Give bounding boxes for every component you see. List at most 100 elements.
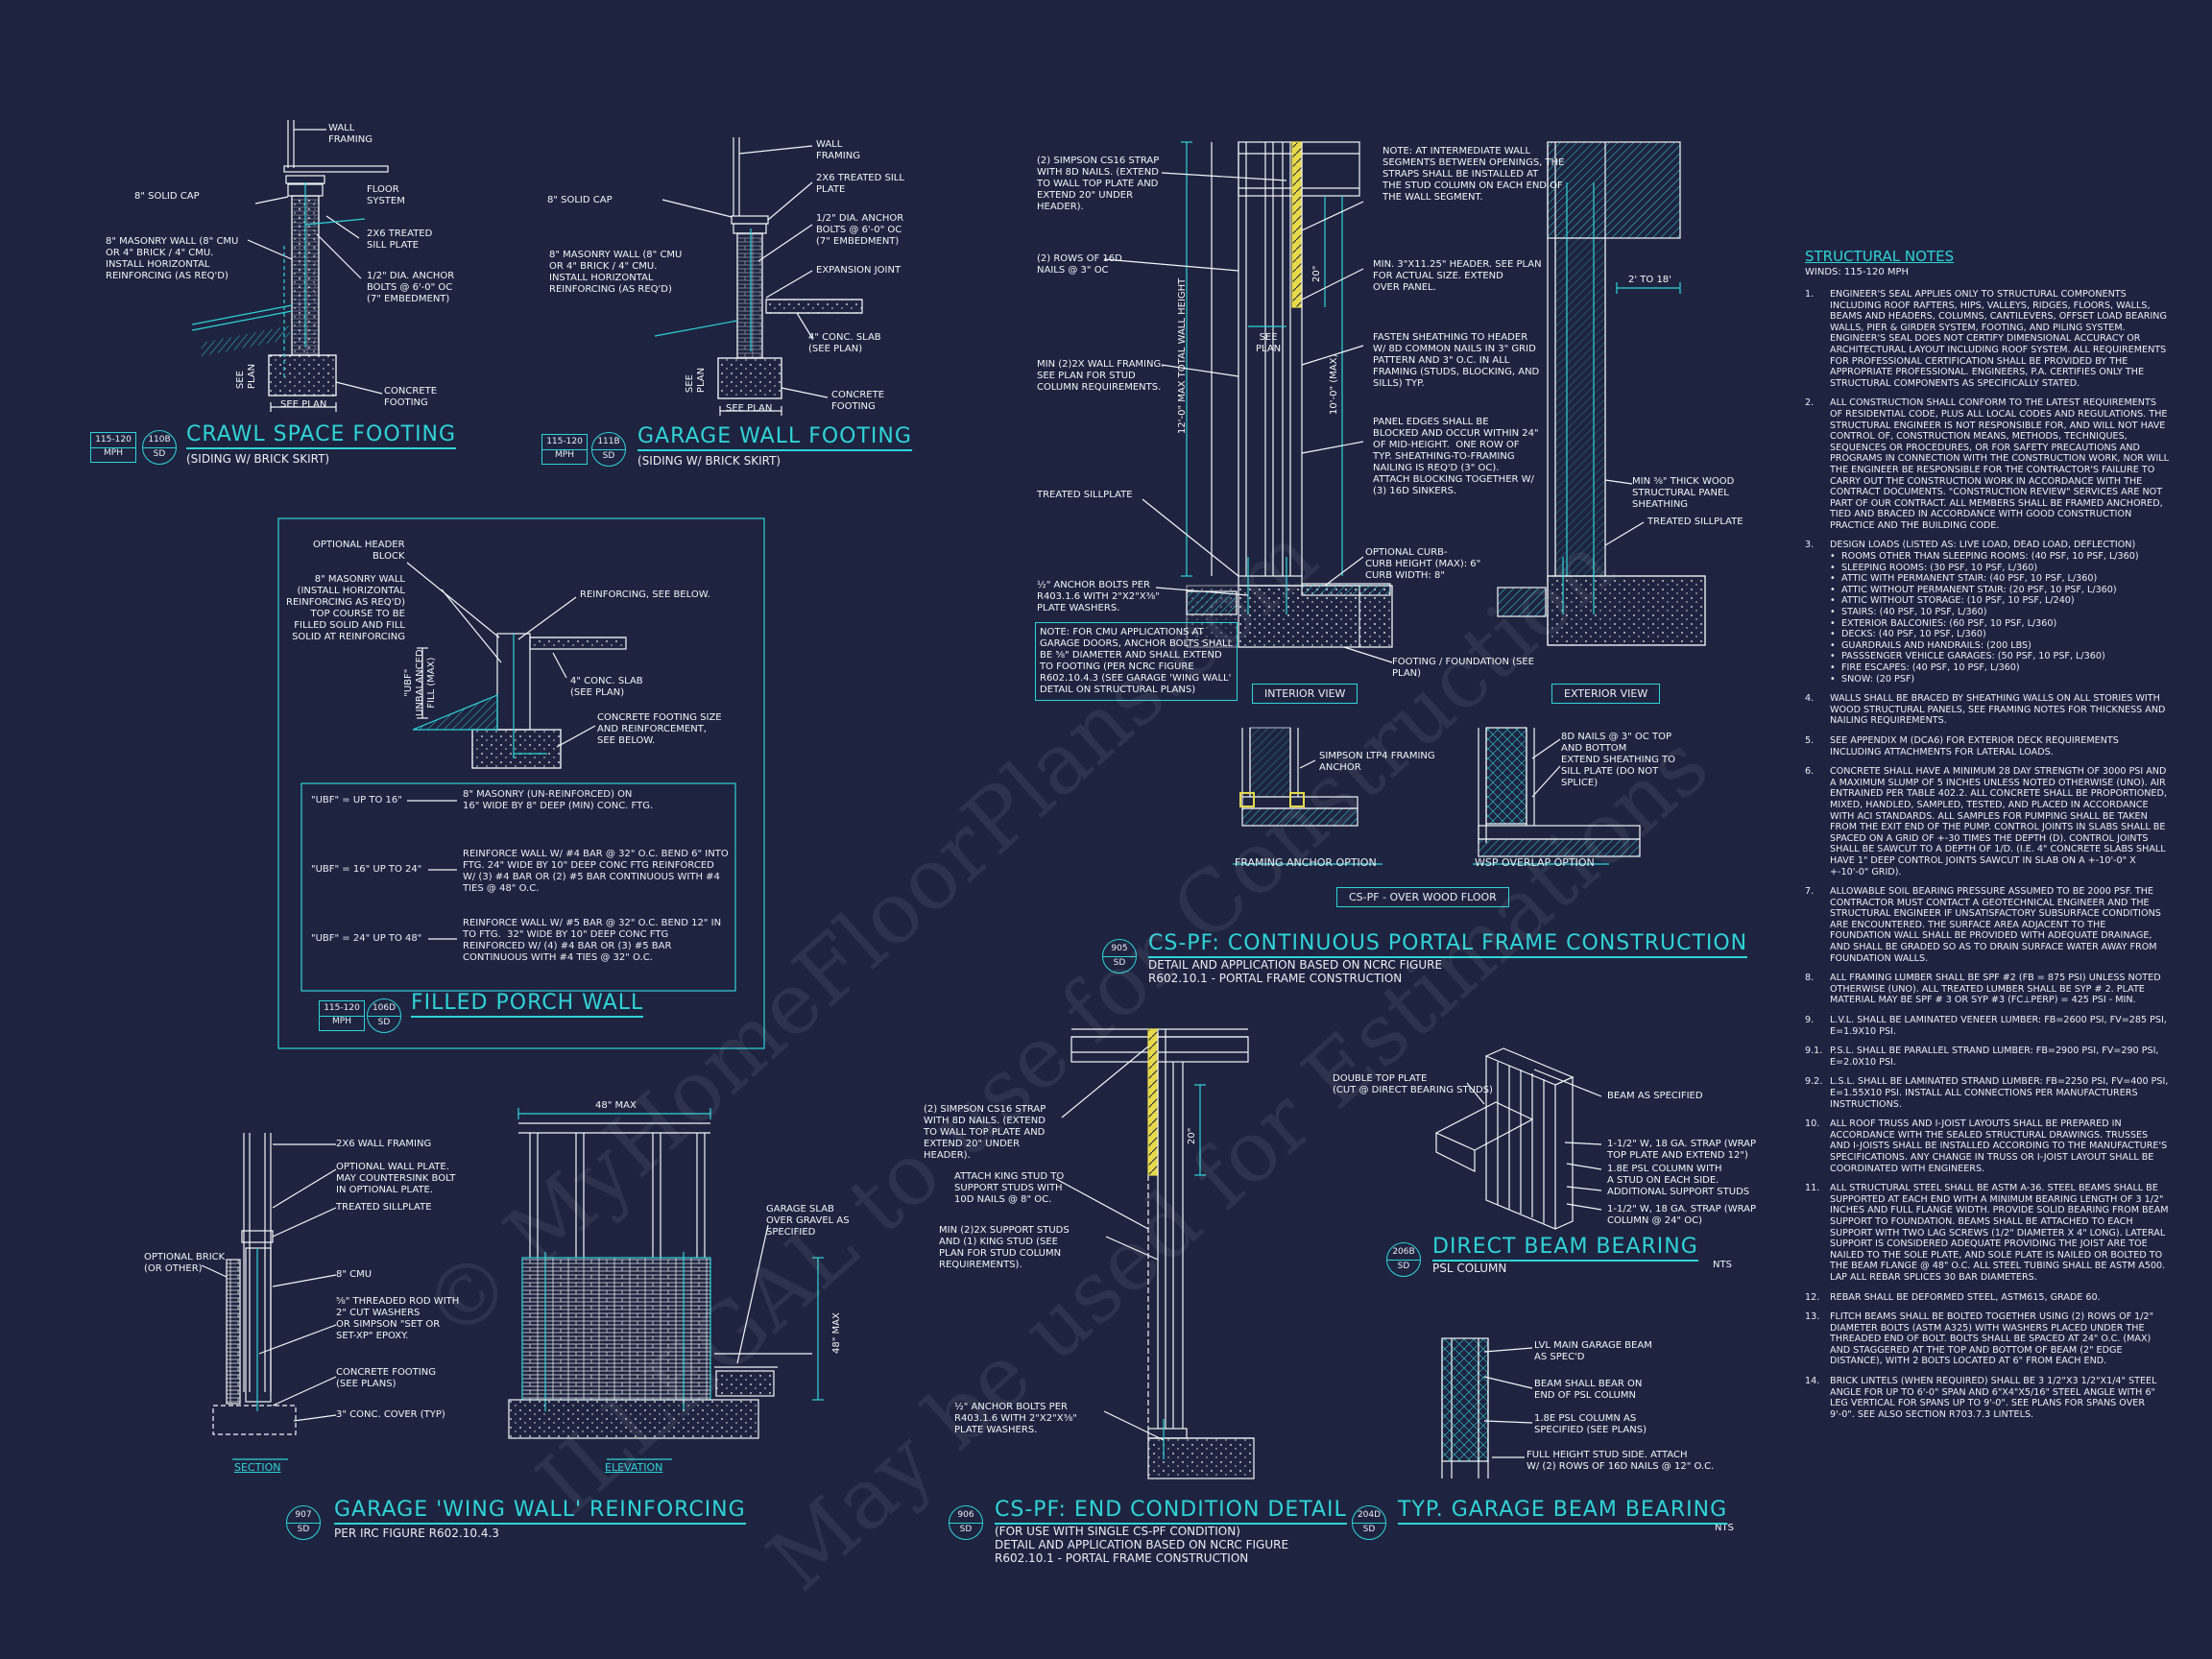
note-bullet: GUARDRAILS AND HANDRAILS: (200 LBS): [1830, 640, 2170, 652]
notes-list: 1.ENGINEER'S SEAL APPLIES ONLY TO STRUCT…: [1805, 289, 2170, 1420]
notes-winds: WINDS: 115-120 MPH: [1805, 267, 1910, 277]
note-item: 1.ENGINEER'S SEAL APPLIES ONLY TO STRUCT…: [1805, 289, 2170, 389]
note-bullet: EXTERIOR BALCONIES: (60 PSF, 10 PSF, L/3…: [1830, 618, 2170, 630]
note-item: 14. BRICK LINTELS (WHEN REQUIRED) SHALL B…: [1805, 1376, 2170, 1420]
note-text: ALL FRAMING LUMBER SHALL BE SPF #2 (Fb =…: [1830, 973, 2161, 1006]
note-number: 14.: [1805, 1376, 1820, 1387]
note-text: P.S.L. SHALL BE PARALLEL STRAND LUMBER: …: [1830, 1046, 2159, 1068]
porch-table-cond-1: "UBF" = UP TO 16": [311, 795, 402, 805]
wing-plate-label: OPTIONAL WALL PLATE. MAY COUNTERSINK BOL…: [336, 1162, 456, 1195]
wing-sillplate-label: TREATED SILLPLATE: [336, 1202, 432, 1213]
note-number: 13.: [1805, 1311, 1820, 1323]
wing-footing-label: CONCRETE FOOTING (SEE PLANS): [336, 1367, 436, 1389]
note-number: 2.: [1805, 397, 1815, 409]
crawl-footing-drawing: [191, 120, 389, 412]
note-item: 5.SEE APPENDIX M (DCA6) FOR EXTERIOR DEC…: [1805, 735, 2170, 757]
crawl-floor-system-label: FLOOR SYSTEM: [367, 184, 405, 206]
porch-masonry-label: 8" MASONRY WALL (INSTALL HORIZONTAL REIN…: [286, 574, 405, 642]
endcond-title: CS-PF: END CONDITION DETAIL: [995, 1498, 1347, 1525]
direct-beam-label: BEAM AS SPECIFIED: [1607, 1091, 1703, 1101]
direct-plate-label: DOUBLE TOP PLATE (CUT @ DIRECT BEARING S…: [1333, 1073, 1493, 1095]
note-item: 9.1.P.S.L. SHALL BE PARALLEL STRAND LUMB…: [1805, 1046, 2170, 1068]
note-bullet: SNOW: (20 PSF): [1830, 674, 2170, 685]
porch-footing-label: CONCRETE FOOTING SIZE AND REINFORCEMENT,…: [597, 712, 722, 746]
portal-2-to-18-dim: 2' TO 18': [1628, 275, 1671, 285]
portal-title: CS-PF: CONTINUOUS PORTAL FRAME CONSTRUCT…: [1148, 931, 1748, 958]
note-item: 9.L.V.L. SHALL BE LAMINATED VENEER LUMBE…: [1805, 1015, 2170, 1037]
garage-concrete-label: CONCRETE FOOTING: [831, 390, 885, 412]
portal-exterior-drawing: [1497, 141, 1706, 646]
portal-wsp-option-tag: WSP OVERLAP OPTION: [1475, 856, 1595, 869]
note-text: L.V.L. SHALL BE LAMINATED VENEER LUMBER:…: [1830, 1015, 2167, 1037]
portal-ext-sill-label: TREATED SILLPLATE: [1647, 517, 1743, 527]
portal-rows-label: (2) ROWS OF 16d NAILS @ 3" OC: [1037, 253, 1122, 276]
endcond-subtitle-1: (FOR USE WITH SINGLE CS-PF CONDITION): [995, 1525, 1240, 1538]
portal-edges-label: PANEL EDGES SHALL BE BLOCKED AND OCCUR W…: [1373, 417, 1539, 496]
note-text: FLITCH BEAMS SHALL BE BOLTED TOGETHER US…: [1830, 1311, 2154, 1367]
wing-framing-label: 2x6 WALL FRAMING: [336, 1139, 432, 1149]
crawl-anchor-label: 1/2" DIA. ANCHOR BOLTS @ 6'-0" OC (7" EM…: [367, 271, 455, 304]
wing-subtitle: PER IRC FIGURE R602.10.4.3: [334, 1527, 499, 1540]
note-text: L.S.L. SHALL BE LAMINATED STRAND LUMBER:…: [1830, 1076, 2169, 1110]
endcond-strap-label: (2) SIMPSON CS16 STRAP WITH 8d NAILS. (E…: [924, 1104, 1046, 1161]
garage-sill-label: 2x6 TREATED SILL PLATE: [816, 173, 904, 195]
portal-12ft-dim: 12'-0" MAX TOTAL WALL HEIGHT: [1177, 277, 1188, 434]
crawl-masonry-label: 8" MASONRY WALL (8" CMU OR 4" BRICK / 4"…: [106, 236, 239, 281]
porch-slab-label: 4" CONC. SLAB (SEE PLAN): [570, 676, 643, 698]
wing-brick-label: OPTIONAL BRICK (OR OTHER): [144, 1252, 226, 1274]
direct-column-label: 1.8E PSL COLUMN WITH A STUD ON EACH SIDE…: [1607, 1164, 1722, 1186]
garagebeam-nts: NTS: [1715, 1523, 1734, 1533]
wing-48max-label: 48" MAX: [595, 1100, 637, 1111]
crawl-subtitle: (SIDING W/ BRICK SKIRT): [186, 452, 330, 466]
note-bullets: ROOMS OTHER THAN SLEEPING ROOMS: (40 PSF…: [1830, 551, 2170, 685]
portal-fasten-label: FASTEN SHEATHING TO HEADER W/ 8d COMMON …: [1373, 332, 1540, 389]
garage-wall-framing-label: WALL FRAMING: [816, 139, 860, 161]
portal-sillplate-label: TREATED SILLPLATE: [1037, 490, 1133, 500]
crawl-wall-framing-label: WALL FRAMING: [328, 123, 373, 145]
porch-table-text-1: 8" MASONRY (UN-REINFORCED) ON 16" WIDE B…: [463, 789, 654, 811]
portal-cmu-note: NOTE: FOR CMU APPLICATIONS AT GARAGE DOO…: [1035, 622, 1238, 701]
note-item: 9.2. L.S.L. SHALL BE LAMINATED STRAND LUM…: [1805, 1076, 2170, 1110]
note-text: ENGINEER'S SEAL APPLIES ONLY TO STRUCTUR…: [1830, 289, 2167, 389]
direct-beam-drawing: [1434, 1047, 1602, 1230]
garage-anchor-label: 1/2" DIA. ANCHOR BOLTS @ 6'-0" OC (7" EM…: [816, 213, 904, 247]
garage-subtitle: (SIDING W/ BRICK SKIRT): [637, 454, 781, 468]
porch-reinforcing-label: REINFORCING, SEE BELOW.: [580, 589, 710, 600]
endcond-min2-label: MIN (2)2X SUPPORT STUDS AND (1) KING STU…: [939, 1225, 1070, 1270]
note-item: 6.CONCRETE SHALL HAVE A MINIMUM 28 DAY S…: [1805, 766, 2170, 878]
note-number: 4.: [1805, 693, 1815, 705]
portal-anchor-label: ½" ANCHOR BOLTS PER R403.1.6 WITH 2"x2"x…: [1037, 580, 1160, 613]
note-text: BRICK LINTELS (WHEN REQUIRED) SHALL BE 3…: [1830, 1376, 2157, 1420]
endcond-anchor-label: ½" ANCHOR BOLTS PER R403.1.6 WITH 2"x2"x…: [954, 1402, 1077, 1435]
direct-title: DIRECT BEAM BEARING: [1432, 1235, 1698, 1262]
note-text: WALLS SHALL BE BRACED BY SHEATHING WALLS…: [1830, 693, 2166, 727]
portal-interior-drawing: [1103, 141, 1393, 663]
wing-cmu-label: 8" CMU: [336, 1269, 373, 1280]
portal-options-drawing: [1233, 727, 1641, 865]
note-number: 9.2.: [1805, 1076, 1823, 1088]
note-number: 12.: [1805, 1291, 1820, 1303]
crawl-sill-plate-label: 2x6 TREATED SILL PLATE: [367, 228, 433, 251]
wing-rod-label: ⅝" THREADED ROD WITH 2" CUT WASHERS OR S…: [336, 1296, 460, 1341]
wing-wall-drawing: [201, 1108, 824, 1460]
note-text: ALL CONSTRUCTION SHALL CONFORM TO THE LA…: [1830, 397, 2169, 531]
portal-note-intermediate: NOTE: AT INTERMEDIATE WALL SEGMENTS BETW…: [1382, 146, 1565, 203]
wing-cover-label: 3" CONC. COVER (TYP): [336, 1409, 445, 1420]
garage-masonry-label: 8" MASONRY WALL (8" CMU OR 4" BRICK / 4"…: [549, 250, 683, 295]
endcond-subtitle-3: R602.10.1 - PORTAL FRAME CONSTRUCTION: [995, 1551, 1249, 1565]
wing-elevation-tag: ELEVATION: [605, 1461, 663, 1474]
note-item: 13. FLITCH BEAMS SHALL BE BOLTED TOGETHER…: [1805, 1311, 2170, 1367]
portal-anchor-option-tag: FRAMING ANCHOR OPTION: [1235, 856, 1377, 869]
note-number: 7.: [1805, 886, 1815, 898]
garagebeam-lvl-label: LVL MAIN GARAGE BEAM AS SPEC'D: [1534, 1340, 1652, 1362]
note-number: 3.: [1805, 540, 1815, 551]
portal-subtitle-1: DETAIL AND APPLICATION BASED ON NCRC FIG…: [1148, 958, 1443, 972]
crawl-concrete-label: CONCRETE FOOTING: [384, 386, 438, 408]
note-text: REBAR SHALL BE DEFORMED STEEL, ASTM615, …: [1830, 1291, 2101, 1303]
